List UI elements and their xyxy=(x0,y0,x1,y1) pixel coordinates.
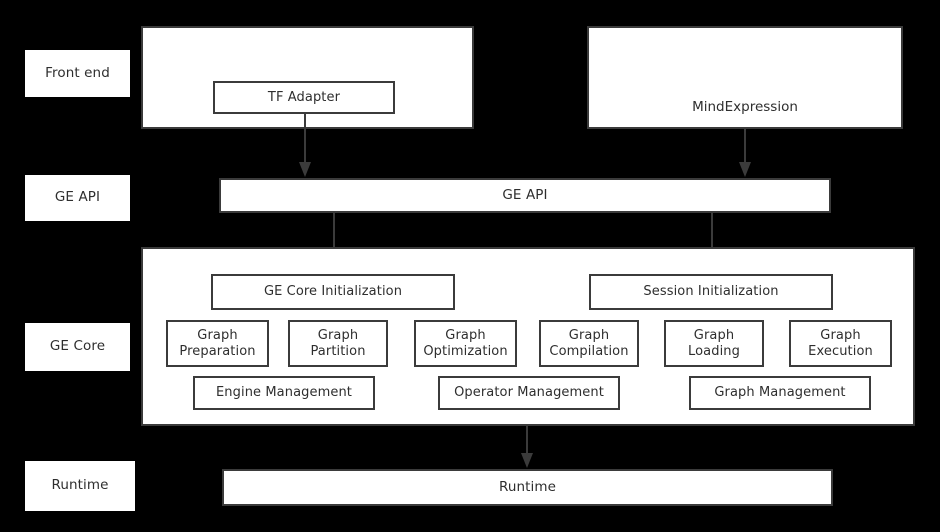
graph-optimization-box[interactable]: Graph Optimization xyxy=(414,320,517,367)
rail-label-runtime: Runtime xyxy=(25,461,135,511)
arrow-mindexpression-to-ge-api xyxy=(736,129,754,179)
graph-partition-box[interactable]: Graph Partition xyxy=(288,320,388,367)
graph-loading-line2: Loading xyxy=(688,343,740,359)
ge-core-initialization-label: GE Core Initialization xyxy=(263,284,403,300)
graph-loading-box[interactable]: Graph Loading xyxy=(664,320,764,367)
tf-adapter-label: TF Adapter xyxy=(267,89,341,105)
runtime-bar[interactable]: Runtime xyxy=(222,469,833,506)
graph-optimization-line1: Graph xyxy=(445,328,486,344)
graph-preparation-box[interactable]: Graph Preparation xyxy=(166,320,269,367)
graph-management-label: Graph Management xyxy=(714,385,846,401)
arrow-ge-core-to-runtime xyxy=(518,426,536,470)
session-initialization-label: Session Initialization xyxy=(643,284,779,300)
graph-execution-box[interactable]: Graph Execution xyxy=(789,320,892,367)
graph-compilation-box[interactable]: Graph Compilation xyxy=(539,320,639,367)
rail-label-ge-api-text: GE API xyxy=(54,189,101,206)
graph-management-box[interactable]: Graph Management xyxy=(689,376,871,410)
graph-preparation-line2: Preparation xyxy=(179,343,256,359)
mindexpression-title: MindExpression xyxy=(692,99,798,115)
ge-api-label: GE API xyxy=(502,186,548,203)
graph-compilation-line1: Graph xyxy=(568,328,610,344)
graph-partition-line1: Graph xyxy=(317,328,359,344)
engine-management-label: Engine Management xyxy=(215,385,353,401)
rail-label-runtime-text: Runtime xyxy=(51,477,109,494)
rail-label-front-end-text: Front end xyxy=(45,64,110,81)
graph-optimization-line2: Optimization xyxy=(423,343,508,359)
graph-compilation-line2: Compilation xyxy=(549,343,629,359)
graph-partition-line2: Partition xyxy=(310,343,366,359)
rail-label-front-end: Front end xyxy=(25,50,130,97)
mindexpression-container[interactable]: MindExpression xyxy=(587,26,903,129)
ge-api-bar[interactable]: GE API xyxy=(219,178,831,213)
arrow-tf-adapter-to-ge-api xyxy=(296,113,314,179)
operator-management-box[interactable]: Operator Management xyxy=(438,376,620,410)
operator-management-label: Operator Management xyxy=(454,385,604,401)
rail-label-ge-core-text: GE Core xyxy=(49,338,106,355)
graph-execution-line1: Graph xyxy=(820,328,861,344)
engine-management-box[interactable]: Engine Management xyxy=(193,376,375,410)
rail-label-ge-api: GE API xyxy=(25,175,130,221)
rail-label-ge-core: GE Core xyxy=(25,323,130,371)
graph-execution-line2: Execution xyxy=(808,343,873,359)
runtime-label: Runtime xyxy=(498,478,557,495)
tf-adapter-box[interactable]: TF Adapter xyxy=(213,81,395,114)
ge-core-initialization-box[interactable]: GE Core Initialization xyxy=(211,274,455,310)
graph-loading-line1: Graph xyxy=(693,328,735,344)
graph-preparation-line1: Graph xyxy=(197,328,238,344)
session-initialization-box[interactable]: Session Initialization xyxy=(589,274,833,310)
